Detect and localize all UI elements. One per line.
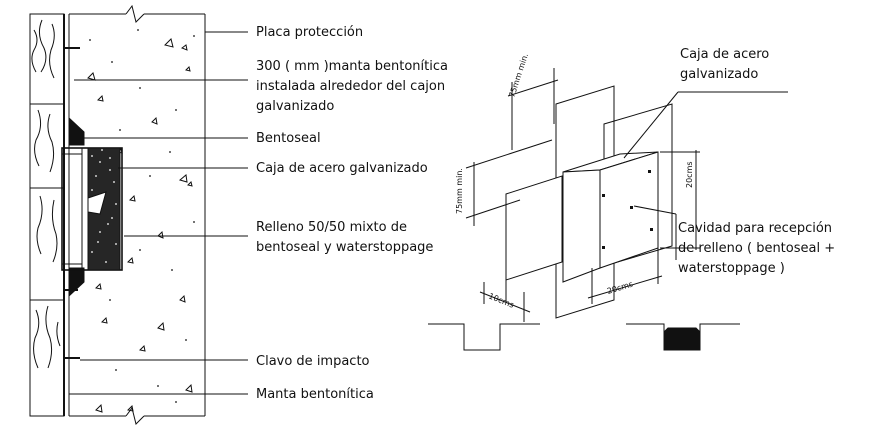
label-clavo: Clavo de impacto bbox=[256, 354, 370, 369]
section-leaders bbox=[69, 31, 248, 395]
wood-panel bbox=[29, 13, 65, 417]
dim-height-20cms: 20cms bbox=[685, 161, 694, 188]
label-manta-300-line1: 300 ( mm )manta bentonítica bbox=[256, 59, 448, 74]
label-cavidad-line2: de relleno ( bentoseal + bbox=[678, 241, 835, 256]
label-caja-iso-line1: Caja de acero bbox=[680, 47, 769, 62]
dim-left-75mm: 75mm min. bbox=[455, 168, 464, 214]
label-caja: Caja de acero galvanizado bbox=[256, 161, 428, 176]
empty-cavity-profile bbox=[428, 323, 540, 351]
label-bentoseal: Bentoseal bbox=[256, 131, 321, 146]
label-cavidad-line1: Cavidad para recepción bbox=[678, 221, 832, 236]
left-panel bbox=[505, 175, 563, 281]
label-placa: Placa protección bbox=[256, 25, 363, 40]
label-relleno-line2: bentoseal y waterstoppage bbox=[256, 240, 433, 255]
section-labels: Placa protección 300 ( mm )manta bentoní… bbox=[256, 25, 448, 402]
label-caja-iso-line2: galvanizado bbox=[680, 67, 758, 82]
dim-top-75mm: 75mm min. bbox=[507, 52, 530, 98]
box-right-face bbox=[599, 151, 659, 269]
section-view bbox=[29, 4, 248, 425]
label-relleno-line1: Relleno 50/50 mixto de bbox=[256, 220, 407, 235]
dim-width-20cms: 20cms bbox=[606, 280, 634, 296]
dim-depth-10cms: 10cms bbox=[487, 292, 515, 310]
isometric-view bbox=[428, 68, 788, 351]
label-manta-300-line2: instalada alrededor del cajon bbox=[256, 79, 445, 94]
label-cavidad-line3: waterstoppage ) bbox=[678, 261, 785, 276]
label-manta-300-line3: galvanizado bbox=[256, 99, 334, 114]
impact-nail-icon bbox=[64, 47, 80, 359]
box-front-face bbox=[562, 169, 601, 283]
label-manta: Manta bentonítica bbox=[256, 387, 374, 402]
